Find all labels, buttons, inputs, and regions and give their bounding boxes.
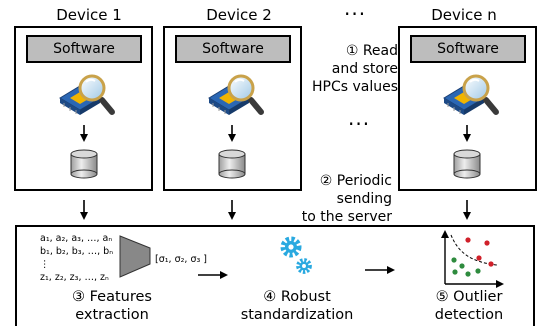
device-2-software: Software <box>175 35 291 63</box>
sigma-vector: [σ₁, σ₂, σ₃ ] <box>155 254 207 265</box>
device-2-title: Device 2 <box>206 6 272 24</box>
storage-icon-n <box>453 149 481 179</box>
gear-icon-small <box>296 258 312 274</box>
step-periodic-note: ② Periodic sending to the server <box>301 173 392 225</box>
step-outlier-label: ⑤ Outlier detection <box>434 289 504 323</box>
feature-matrix: a₁, a₂, a₃, …, aₙ b₁, b₂, b₃, …, bₙ ⋮ z₁… <box>40 233 113 283</box>
step-robust-label: ④ Robust standardization <box>240 289 354 323</box>
chip-magnifier-icon-n <box>444 76 496 115</box>
middle-ellipsis: ... <box>348 106 371 130</box>
storage-icon-2 <box>218 149 246 179</box>
funnel-icon <box>119 235 151 278</box>
chip-magnifier-icon-1 <box>60 76 112 115</box>
device-ellipsis: ... <box>344 0 367 20</box>
device-1-title: Device 1 <box>56 6 122 24</box>
device-n-title: Device n <box>431 6 497 24</box>
gear-icon-large <box>283 239 299 255</box>
step-read-note: ① Read and store HPCs values <box>311 43 398 95</box>
device-n-software: Software <box>410 35 526 63</box>
step-features-label: ③ Features extraction <box>72 289 152 323</box>
server-box <box>15 225 535 326</box>
device-1-software: Software <box>26 35 142 63</box>
outlier-plot-icon <box>441 230 504 288</box>
chip-magnifier-icon-2 <box>209 76 261 115</box>
storage-icon-1 <box>70 149 98 179</box>
